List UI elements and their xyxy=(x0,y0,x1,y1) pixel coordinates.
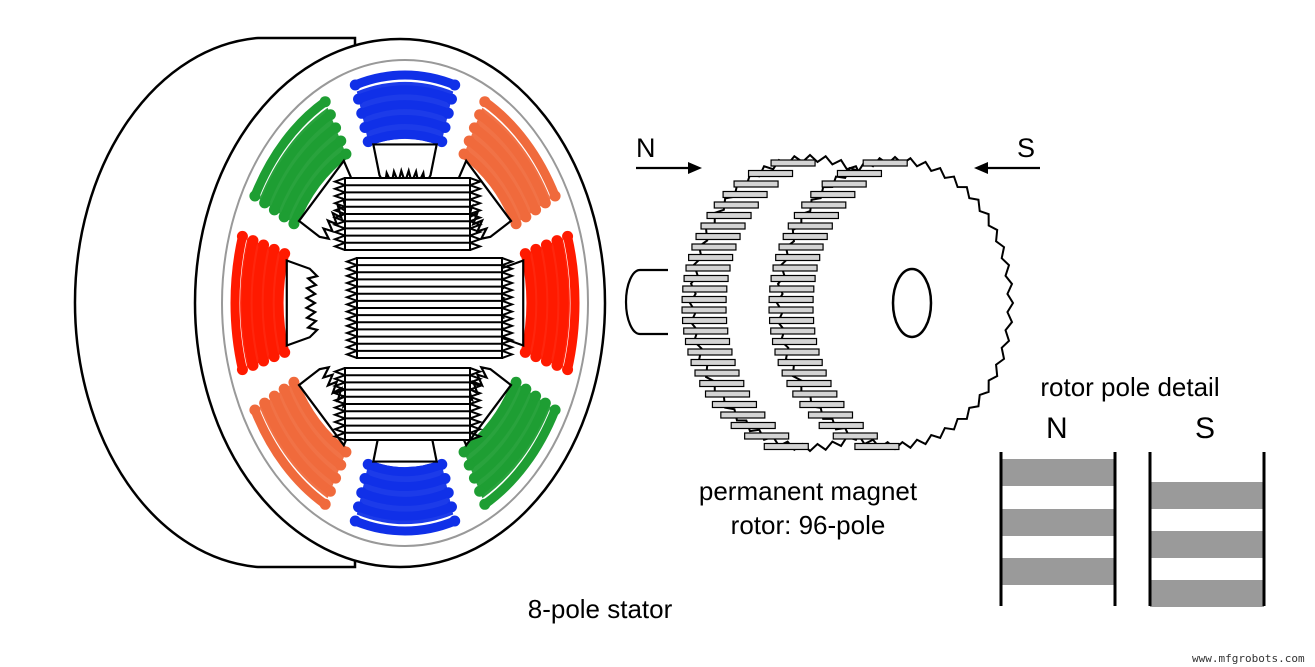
coil-3 xyxy=(519,230,580,376)
rotor-caption-line2: rotor: 96-pole xyxy=(730,510,886,540)
stator-coils xyxy=(230,70,580,536)
watermark: www.mfgrobots.com xyxy=(1192,652,1305,665)
rotor-pole-detail-figure xyxy=(999,452,1266,607)
coil-2 xyxy=(458,96,561,230)
pole-detail-s-label: S xyxy=(1195,412,1216,445)
pole-detail-n-label: N xyxy=(1046,412,1068,445)
rotor-caption-line1: permanent magnet xyxy=(698,476,918,506)
coil-4 xyxy=(458,376,561,510)
coil-7 xyxy=(230,230,291,376)
coil-5 xyxy=(349,458,461,536)
rotor-shaft-hole xyxy=(891,267,933,339)
pole-shoe-7 xyxy=(285,258,320,348)
s-arrow xyxy=(974,162,1040,174)
stator-housing xyxy=(73,36,607,569)
rotor-stack xyxy=(332,177,483,251)
pole-detail-s xyxy=(1148,452,1266,607)
stator-inner-rotor xyxy=(332,177,515,441)
coil-8 xyxy=(249,96,352,230)
rotor-shaft xyxy=(624,268,668,336)
coil-6 xyxy=(249,376,352,510)
rotor-stack xyxy=(332,367,483,441)
permanent-magnet-rotor xyxy=(624,153,1015,453)
arrow-n-label: N xyxy=(636,133,656,163)
stator-caption: 8-pole stator xyxy=(527,594,673,624)
pole-detail-n xyxy=(999,452,1117,606)
n-arrow xyxy=(636,162,702,174)
rotor-stack xyxy=(344,257,515,359)
pole-detail-title: rotor pole detail xyxy=(1040,372,1220,402)
arrow-s-label: S xyxy=(1017,133,1036,163)
coil-1 xyxy=(349,70,461,148)
